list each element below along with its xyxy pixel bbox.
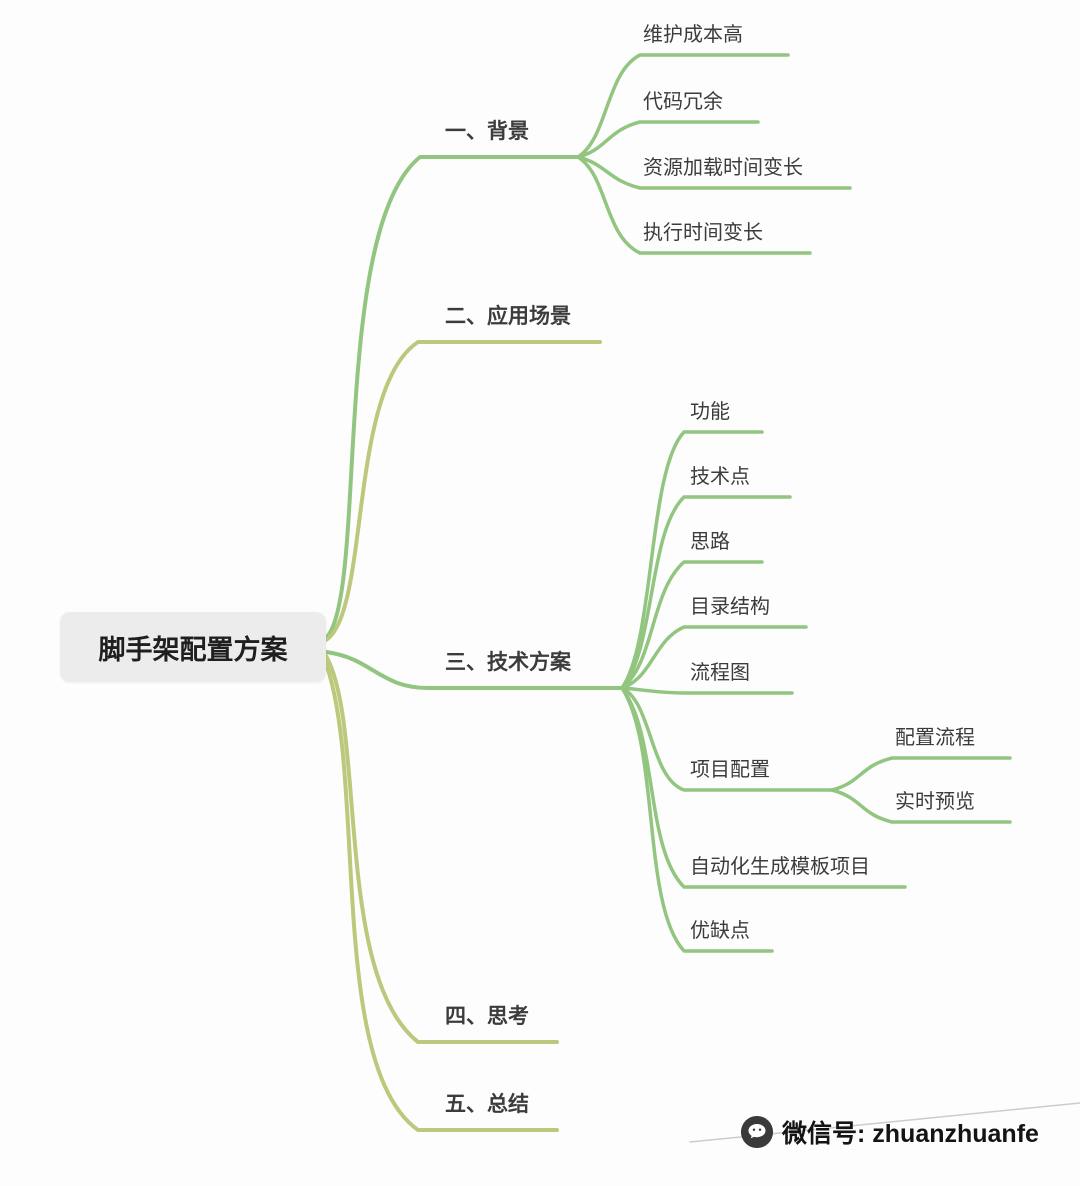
watermark: 微信号: zhuanzhuanfe — [740, 1114, 1039, 1150]
branch-line-code-redundancy — [576, 120, 760, 159]
node-project-config[interactable]: 项目配置 — [690, 759, 770, 781]
branch-line-live-preview — [830, 788, 1012, 824]
branch-line-execution-time — [576, 155, 812, 255]
root-node[interactable]: 脚手架配置方案 — [60, 612, 326, 682]
branch-line-directory-structure — [620, 625, 808, 690]
branch-line-high-maintenance-cost — [576, 53, 790, 159]
branch-line-features — [620, 430, 764, 690]
branch-line-approach — [620, 560, 764, 690]
branch-line-pros-cons — [620, 686, 774, 953]
watermark-text: 微信号: zhuanzhuanfe — [782, 1120, 1039, 1148]
node-technical-points[interactable]: 技术点 — [690, 466, 750, 488]
node-live-preview[interactable]: 实时预览 — [895, 791, 975, 813]
branch-line-project-config — [620, 686, 834, 792]
node-application-scenarios[interactable]: 二、应用场景 — [445, 305, 571, 328]
node-flowchart[interactable]: 流程图 — [690, 662, 750, 684]
node-summary[interactable]: 五、总结 — [445, 1093, 529, 1116]
branch-line-summary — [322, 656, 559, 1132]
wechat-icon — [740, 1115, 774, 1149]
node-auto-generate-template[interactable]: 自动化生成模板项目 — [690, 856, 870, 878]
node-technical-solution[interactable]: 三、技术方案 — [445, 651, 571, 674]
node-pros-cons[interactable]: 优缺点 — [690, 920, 750, 942]
branch-line-config-flow — [830, 756, 1012, 792]
node-background[interactable]: 一、背景 — [445, 120, 529, 143]
branch-line-application-scenarios — [324, 340, 602, 642]
branch-line-technical-points — [620, 495, 792, 690]
node-approach[interactable]: 思路 — [690, 531, 730, 553]
branch-line-technical-solution — [324, 650, 624, 690]
node-thinking[interactable]: 四、思考 — [445, 1005, 529, 1028]
branch-line-flowchart — [620, 686, 794, 695]
branch-line-thinking — [324, 654, 559, 1044]
branch-line-resource-load-time — [576, 155, 852, 190]
node-config-flow[interactable]: 配置流程 — [895, 727, 975, 749]
node-resource-load-time[interactable]: 资源加载时间变长 — [643, 157, 803, 179]
node-features[interactable]: 功能 — [690, 401, 730, 423]
node-code-redundancy[interactable]: 代码冗余 — [643, 91, 723, 113]
branch-line-background — [324, 155, 580, 640]
node-high-maintenance-cost[interactable]: 维护成本高 — [643, 24, 743, 46]
node-execution-time[interactable]: 执行时间变长 — [643, 222, 763, 244]
node-directory-structure[interactable]: 目录结构 — [690, 596, 770, 618]
